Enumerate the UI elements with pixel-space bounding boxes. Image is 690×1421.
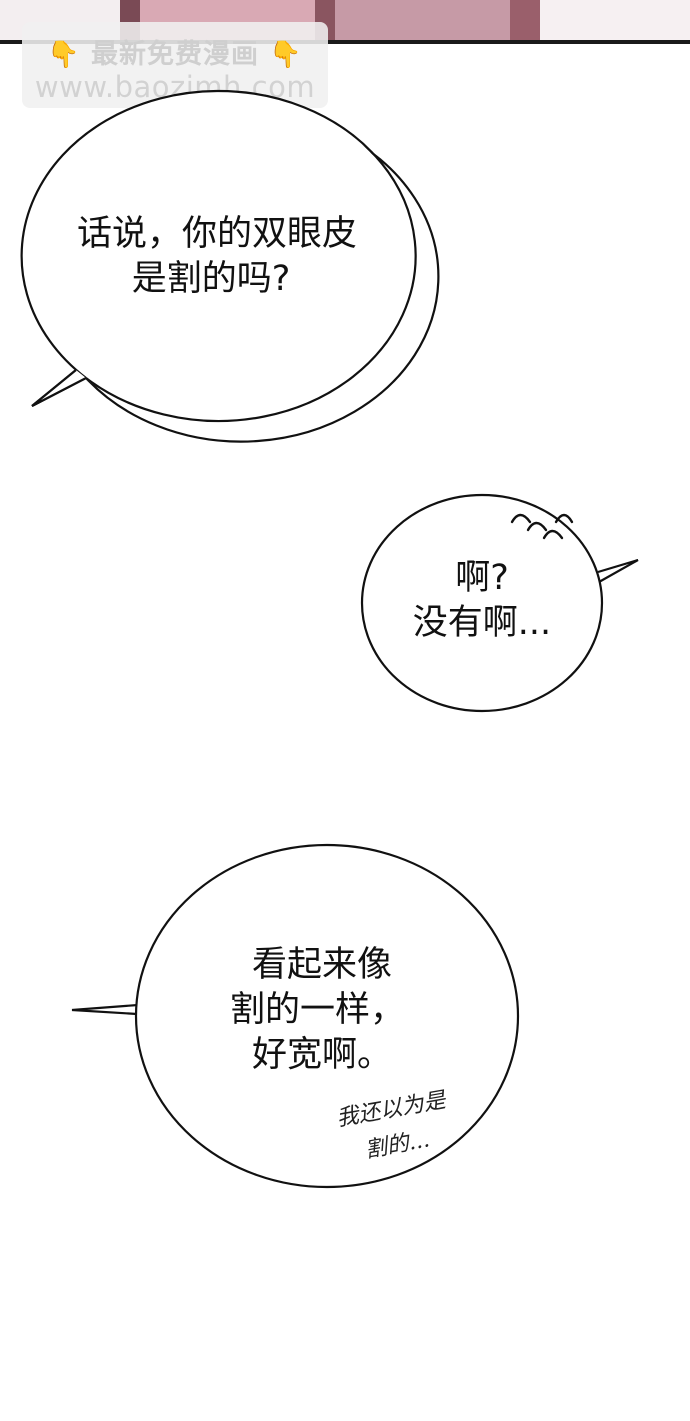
speech-line: 看起来像 bbox=[252, 945, 393, 985]
previous-panel-strip bbox=[0, 0, 690, 44]
speech-line: 是割的吗? bbox=[131, 259, 291, 299]
speech-bubble-2-shape bbox=[597, 558, 639, 583]
watermark-title: 最新免费漫画 bbox=[91, 39, 259, 70]
speech-line: 割的一样， bbox=[230, 990, 406, 1030]
pointing-down-icon: 👇 bbox=[47, 40, 81, 70]
speech-bubble-1-text: 话说，你的双眼皮 是割的吗? bbox=[40, 212, 394, 302]
speech-bubble-3-body bbox=[134, 843, 520, 1189]
surprise-squiggle-icon bbox=[510, 513, 574, 540]
speech-bubble-3-text: 看起来像 割的一样， 好宽啊。 bbox=[222, 943, 412, 1078]
watermark-title-row: 👇 最新免费漫画 👇 bbox=[22, 32, 328, 71]
speech-line: 好宽啊。 bbox=[252, 1035, 393, 1075]
speech-bubble-2-text: 啊? 没有啊... bbox=[392, 556, 572, 646]
speech-line: 话说，你的双眼皮 bbox=[76, 214, 357, 254]
panel-art bbox=[0, 0, 690, 44]
speech-line: 啊? bbox=[455, 558, 509, 598]
speech-bubble-2-body bbox=[360, 493, 604, 713]
pointing-down-icon: 👇 bbox=[269, 40, 303, 70]
speech-line: 没有啊... bbox=[412, 603, 552, 643]
speech-bubble-3-shape bbox=[71, 1003, 139, 1016]
